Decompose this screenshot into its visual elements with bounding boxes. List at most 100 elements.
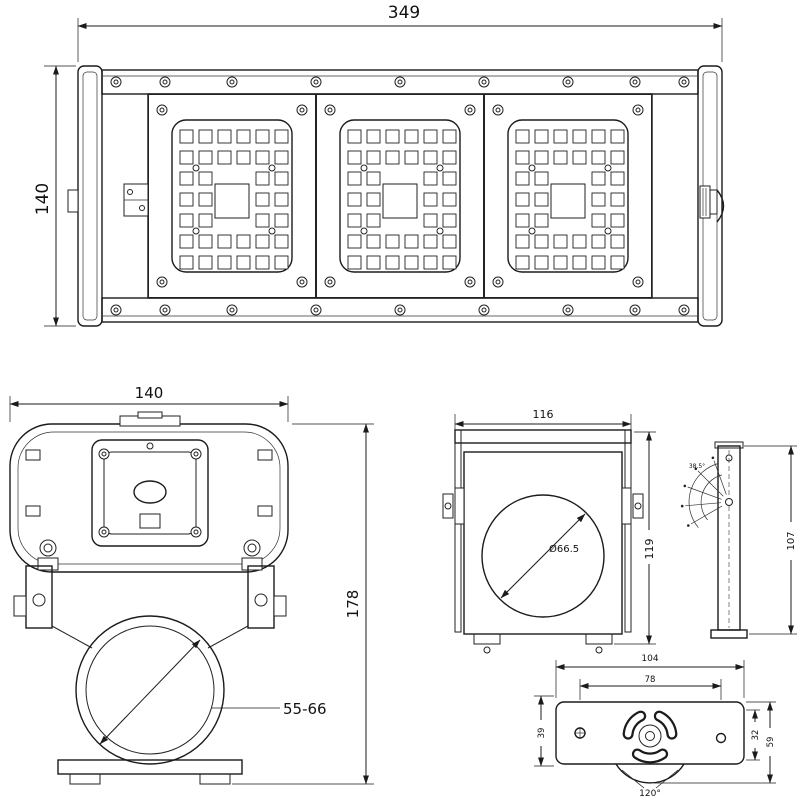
strap-left (454, 429, 462, 633)
mount-plate-inner (103, 451, 197, 535)
fin-slot (257, 449, 273, 461)
pole-cap (714, 441, 744, 449)
module-screw (296, 276, 308, 288)
panel-dot (192, 164, 200, 172)
pole-base (710, 629, 748, 639)
panel-dot (604, 164, 612, 172)
dim-label-front-height: 140 (33, 183, 53, 215)
module-screw (324, 276, 336, 288)
module-screw (156, 104, 168, 116)
led-cell (553, 129, 568, 144)
led-cell (274, 234, 289, 249)
dim-label-tilt-angle: 38.5° (689, 463, 705, 470)
foot (199, 773, 231, 785)
dimension-plan-hole-spacing: 78 (579, 675, 722, 700)
led-cell (217, 255, 232, 270)
led-cell (572, 150, 587, 165)
led-cell (534, 171, 549, 186)
module-screw (492, 276, 504, 288)
led-cell (366, 255, 381, 270)
dimension-end-width: 140 (9, 384, 289, 422)
led-cell (515, 234, 530, 249)
led-cell (423, 213, 438, 228)
dimension-plan-width: 104 (555, 654, 745, 698)
panel-dot (192, 227, 200, 235)
side-bolt-left (442, 493, 454, 519)
led-grid (347, 129, 457, 270)
led-cell (515, 213, 530, 228)
module-frame (316, 94, 484, 298)
led-cell (179, 129, 194, 144)
led-grid (515, 129, 625, 270)
pole-profile (710, 441, 748, 639)
led-cell (610, 234, 625, 249)
led-cell (534, 213, 549, 228)
small-port (139, 513, 161, 529)
led-cell (366, 234, 381, 249)
led-cell (179, 192, 194, 207)
led-cell (217, 234, 232, 249)
led-cell (553, 234, 568, 249)
module-screw (324, 104, 336, 116)
led-cell (274, 129, 289, 144)
led-cell (198, 192, 213, 207)
led-cell (347, 192, 362, 207)
led-cell (366, 129, 381, 144)
panel-dot (436, 227, 444, 235)
panel-dot (604, 227, 612, 235)
dimension-plan-slot-height: 32 (746, 709, 761, 761)
led-cell (236, 129, 251, 144)
led-cell (515, 129, 530, 144)
dimension-side-height: 119 (614, 431, 656, 645)
dimension-plan-left-height: 39 (534, 695, 554, 767)
led-module (484, 94, 652, 298)
led-cell (515, 171, 530, 186)
led-cell (404, 150, 419, 165)
led-cell (534, 150, 549, 165)
bolt-hole-right (715, 732, 727, 744)
led-cell (572, 255, 587, 270)
led-cell (198, 213, 213, 228)
led-cell (591, 171, 606, 186)
led-cell (255, 192, 270, 207)
module-screw (492, 104, 504, 116)
led-cell (423, 150, 438, 165)
led-cell (366, 150, 381, 165)
center-hole (214, 183, 250, 219)
led-module (148, 94, 316, 298)
led-cell (347, 150, 362, 165)
led-cell (423, 255, 438, 270)
lamp-side-profile: Ø66.5 (442, 429, 644, 654)
led-cell (442, 150, 457, 165)
strap-right (624, 429, 632, 633)
led-cell (423, 171, 438, 186)
led-cell (572, 234, 587, 249)
led-cell (274, 192, 289, 207)
module-screw (464, 104, 476, 116)
mounting-yoke: 55-66 (13, 565, 327, 785)
panel-dot (268, 227, 276, 235)
led-cell (347, 171, 362, 186)
led-cell (553, 255, 568, 270)
dim-label-front-width: 349 (388, 3, 420, 23)
pivot-bolt-right (243, 539, 261, 557)
left-hinge (67, 183, 149, 217)
view-pole: 38.5° 107 (680, 441, 797, 639)
modules-layer (148, 94, 652, 298)
dimension-front-height: 140 (33, 65, 76, 327)
base-plate (57, 759, 243, 775)
panel-dot (528, 164, 536, 172)
bottom-bulge (615, 763, 685, 784)
led-cell (610, 171, 625, 186)
dim-label-side-width: 116 (533, 408, 554, 421)
led-cell (404, 129, 419, 144)
led-cell (347, 129, 362, 144)
led-cell (385, 150, 400, 165)
led-cell (274, 171, 289, 186)
led-cell (236, 150, 251, 165)
led-cell (534, 234, 549, 249)
led-cell (179, 213, 194, 228)
led-cell (255, 171, 270, 186)
module-screw (296, 104, 308, 116)
arc-slot (634, 750, 666, 762)
